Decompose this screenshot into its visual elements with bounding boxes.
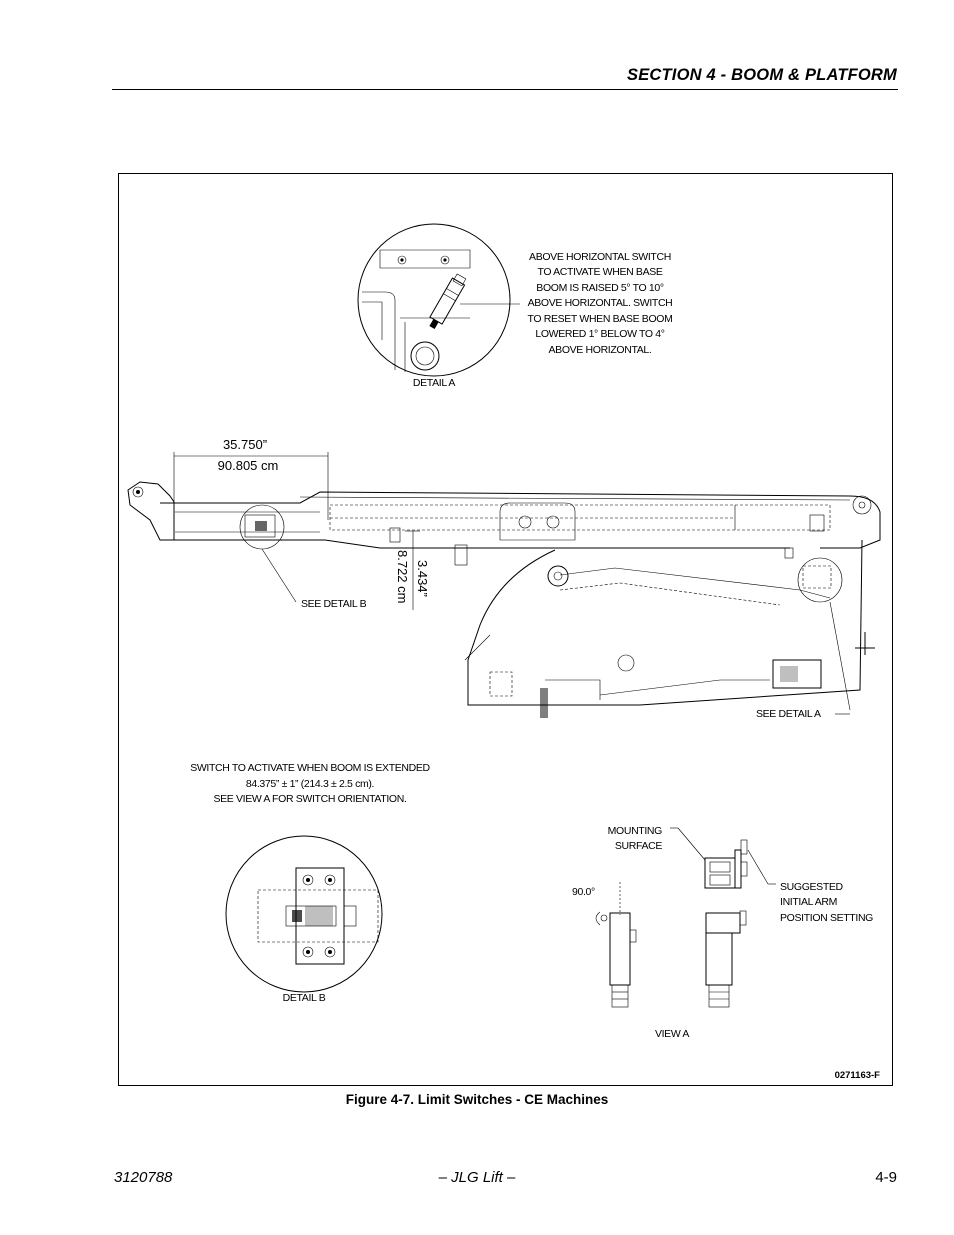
see-detail-a-label: SEE DETAIL A bbox=[756, 708, 821, 720]
dimension-horizontal-cm: 90.805 cm bbox=[218, 458, 279, 473]
detail-a-note-line-7: ABOVE HORIZONTAL. bbox=[549, 344, 652, 356]
turntable-structure bbox=[464, 539, 875, 718]
detail-a-note-line-4: ABOVE HORIZONTAL. SWITCH bbox=[528, 297, 673, 309]
switch-side-view-left bbox=[595, 882, 637, 1008]
detail-b-label: DETAIL B bbox=[283, 992, 326, 1004]
horizontal-dimension bbox=[173, 452, 329, 520]
detail-b-circle bbox=[225, 835, 383, 993]
footer-brand: – JLG Lift – bbox=[438, 1169, 516, 1186]
boom-assembly bbox=[127, 481, 881, 603]
switch-side-view-right bbox=[705, 910, 747, 1008]
dimension-vertical-cm: 8.722 cm bbox=[395, 550, 410, 603]
detail-a-circle bbox=[357, 223, 520, 377]
suggested-arm-line-1: SUGGESTED bbox=[780, 881, 844, 893]
header-rule bbox=[112, 89, 898, 90]
vertical-dimension bbox=[405, 530, 420, 610]
see-detail-b-label: SEE DETAIL B bbox=[301, 598, 367, 610]
detail-a-label: DETAIL A bbox=[413, 377, 455, 389]
view-a-label: VIEW A bbox=[655, 1028, 689, 1040]
suggested-arm-line-3: POSITION SETTING bbox=[780, 912, 873, 924]
detail-a-note-line-3: BOOM IS RAISED 5° TO 10° bbox=[536, 282, 664, 294]
dimension-horizontal-inches: 35.750” bbox=[223, 437, 267, 452]
mounting-surface-line-1: MOUNTING bbox=[608, 825, 663, 837]
figure-frame bbox=[118, 173, 893, 1086]
detail-a-note-line-5: TO RESET WHEN BASE BOOM bbox=[527, 313, 672, 325]
dimension-vertical-inches: 3.434” bbox=[415, 560, 430, 597]
switch-note-line-3: SEE VIEW A FOR SWITCH ORIENTATION. bbox=[213, 793, 406, 805]
switch-note-line-1: SWITCH TO ACTIVATE WHEN BOOM IS EXTENDED bbox=[190, 762, 430, 774]
detail-a-note-line-1: ABOVE HORIZONTAL SWITCH bbox=[529, 251, 671, 263]
switch-top-view bbox=[704, 839, 748, 889]
angle-label: 90.0° bbox=[572, 886, 595, 898]
footer-page-number: 4-9 bbox=[875, 1169, 897, 1186]
section-header-title: SECTION 4 - BOOM & PLATFORM bbox=[626, 66, 897, 84]
detail-a-note-line-2: TO ACTIVATE WHEN BASE bbox=[537, 266, 662, 278]
footer-doc-number: 3120788 bbox=[114, 1169, 173, 1186]
detail-a-note-line-6: LOWERED 1° BELOW TO 4° bbox=[535, 328, 664, 340]
drawing-number: 0271163-F bbox=[835, 1070, 881, 1081]
suggested-arm-line-2: INITIAL ARM bbox=[780, 896, 837, 908]
mounting-surface-line-2: SURFACE bbox=[615, 840, 662, 852]
figure-caption: Figure 4-7. Limit Switches - CE Machines bbox=[345, 1092, 609, 1107]
switch-note-line-2: 84.375” ± 1” (214.3 ± 2.5 cm). bbox=[246, 778, 374, 790]
